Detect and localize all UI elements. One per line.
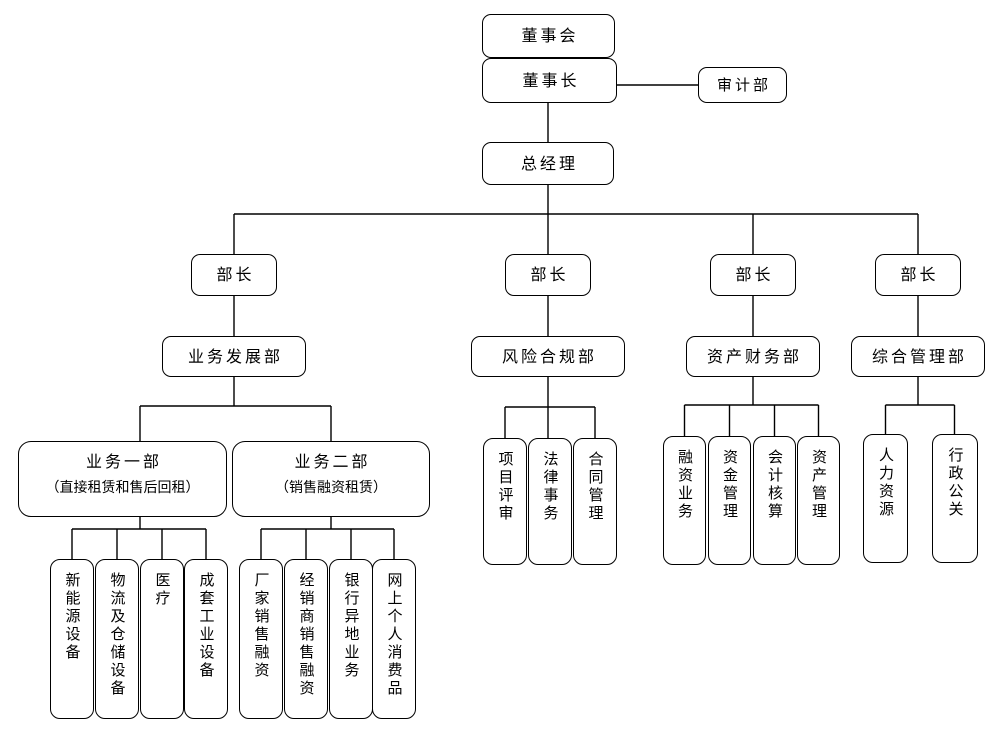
org-box-logistics-warehouse-equipment: 物流及仓储设备 (95, 559, 139, 719)
org-box-minister-asset-finance: 部长 (710, 254, 796, 296)
org-box-dept-general-management: 综合管理部 (851, 336, 985, 377)
dept-label: 风险合规部 (501, 346, 597, 366)
leaf-label: 融资业务 (676, 449, 694, 521)
minister-label: 部长 (900, 265, 939, 285)
unit-name: 业务二部 (294, 452, 371, 471)
dept-label: 业务发展部 (187, 346, 283, 366)
org-box-dept-business-development: 业务发展部 (162, 336, 306, 377)
org-box-project-review: 项目评审 (483, 438, 527, 565)
org-box-legal-affairs: 法律事务 (528, 438, 572, 565)
leaf-label: 会计核算 (766, 449, 784, 521)
org-box-online-consumer-goods: 网上个人消费品 (372, 559, 416, 719)
org-box-human-resources: 人力资源 (863, 434, 908, 563)
dept-label: 资产财务部 (706, 346, 802, 366)
minister-label: 部长 (735, 265, 774, 285)
org-box-manufacturer-sales-financing: 厂家销售融资 (239, 559, 283, 719)
org-box-dept-asset-finance: 资产财务部 (686, 336, 820, 377)
unit-subtitle: （直接租赁和售后回租） (45, 480, 200, 497)
leaf-label: 物流及仓储设备 (108, 572, 127, 698)
org-box-audit: 审计部 (698, 67, 787, 103)
org-box-minister-general-management: 部长 (875, 254, 961, 296)
leaf-label: 项目评审 (496, 451, 515, 523)
org-box-new-energy-equipment: 新能源设备 (50, 559, 94, 719)
leaf-label: 人力资源 (877, 447, 895, 519)
leaf-label: 行政公关 (946, 447, 965, 519)
leaf-label: 银行异地业务 (342, 572, 361, 680)
leaf-label: 厂家销售融资 (252, 572, 271, 680)
org-box-chairman-label: 董事长 (522, 70, 580, 90)
org-box-bank-remote-business: 银行异地业务 (329, 559, 373, 719)
org-box-business-unit-2: 业务二部 （销售融资租赁） (232, 441, 430, 517)
org-box-business-unit-1: 业务一部 （直接租赁和售后回租） (18, 441, 227, 517)
leaf-label: 资金管理 (721, 449, 739, 521)
org-box-dept-risk-compliance: 风险合规部 (471, 336, 625, 377)
org-box-minister-business-development: 部长 (191, 254, 277, 296)
leaf-label: 成套工业设备 (197, 572, 216, 680)
org-box-complete-industrial-equipment: 成套工业设备 (184, 559, 228, 719)
org-box-fund-management: 资金管理 (708, 436, 751, 565)
leaf-label: 合同管理 (586, 451, 605, 523)
org-box-asset-management: 资产管理 (797, 436, 840, 565)
leaf-label: 医疗 (153, 572, 172, 608)
org-box-financing-business: 融资业务 (663, 436, 706, 565)
dept-label: 综合管理部 (871, 346, 967, 366)
org-box-medical: 医疗 (140, 559, 184, 719)
org-box-accounting: 会计核算 (753, 436, 796, 565)
org-box-audit-label: 审计部 (716, 76, 771, 94)
minister-label: 部长 (216, 265, 255, 285)
leaf-label: 网上个人消费品 (385, 572, 404, 698)
org-box-general-manager: 总经理 (482, 142, 614, 185)
org-box-chairman: 董事长 (482, 58, 617, 103)
leaf-label: 经销商销售融资 (297, 572, 316, 698)
org-box-contract-management: 合同管理 (573, 438, 617, 565)
org-box-dealer-sales-financing: 经销商销售融资 (284, 559, 328, 719)
leaf-label: 资产管理 (810, 449, 828, 521)
unit-subtitle: （销售融资租赁） (275, 480, 387, 497)
org-box-board: 董事会 (482, 14, 615, 58)
org-box-general-manager-label: 总经理 (520, 153, 578, 173)
minister-label: 部长 (530, 265, 569, 285)
org-box-admin-public-relations: 行政公关 (932, 434, 978, 563)
leaf-label: 法律事务 (541, 451, 560, 523)
unit-name: 业务一部 (85, 452, 162, 471)
leaf-label: 新能源设备 (63, 572, 82, 662)
org-box-board-label: 董事会 (521, 26, 579, 46)
org-box-minister-risk-compliance: 部长 (505, 254, 591, 296)
